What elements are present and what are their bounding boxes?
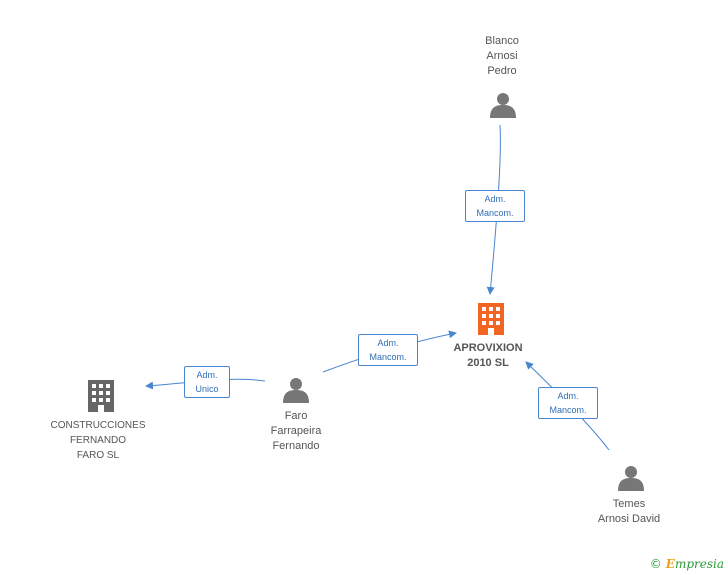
- node-line: Pedro: [487, 65, 517, 77]
- node-label-aprovixion[interactable]: APROVIXION 2010 SL: [438, 341, 538, 371]
- building-icon[interactable]: [88, 380, 114, 412]
- edge-label-temes-aprovixion[interactable]: Adm. Mancom.: [538, 387, 598, 419]
- node-line: Farrapeira: [270, 425, 322, 437]
- edge-line: Adm.: [484, 194, 506, 204]
- building-icon[interactable]: [478, 303, 504, 335]
- person-icon[interactable]: [283, 378, 309, 403]
- edge-label-blanco-aprovixion[interactable]: Adm. Mancom.: [465, 190, 525, 222]
- node-line: Temes: [612, 498, 646, 510]
- node-line: Faro: [284, 410, 308, 422]
- node-line: APROVIXION: [453, 342, 523, 354]
- edge-line: Unico: [195, 384, 219, 394]
- copyright-mark: ©: [649, 557, 662, 571]
- edge-line: Mancom.: [369, 352, 407, 362]
- node-line: Arnosi: [486, 50, 518, 62]
- person-icon[interactable]: [618, 466, 644, 491]
- brand-initial: E: [665, 557, 675, 571]
- edge-line: Adm.: [557, 391, 579, 401]
- node-label-blanco[interactable]: Blanco Arnosi Pedro: [462, 34, 542, 79]
- brand-name: mpresia: [674, 557, 724, 571]
- node-line: 2010 SL: [467, 357, 509, 369]
- node-label-faro[interactable]: Faro Farrapeira Fernando: [248, 409, 344, 454]
- node-line: Blanco: [485, 35, 519, 47]
- person-icon[interactable]: [490, 93, 516, 118]
- node-line: FARO SL: [76, 450, 120, 461]
- edge-line: Adm.: [377, 338, 399, 348]
- edge-line: Mancom.: [476, 208, 514, 218]
- node-line: Arnosi David: [597, 513, 661, 525]
- node-label-construcciones[interactable]: CONSTRUCCIONES FERNANDO FARO SL: [38, 418, 158, 463]
- edge-line: Adm.: [196, 370, 218, 380]
- edge-line: Mancom.: [549, 405, 587, 415]
- node-label-temes[interactable]: Temes Arnosi David: [581, 497, 677, 527]
- edge-label-faro-construcciones[interactable]: Adm. Unico: [184, 366, 230, 398]
- node-line: Fernando: [272, 440, 320, 452]
- node-line: FERNANDO: [69, 435, 127, 446]
- node-line: CONSTRUCCIONES: [50, 420, 146, 431]
- brand-credit[interactable]: ©Empresia: [650, 557, 724, 571]
- edge-label-faro-aprovixion[interactable]: Adm. Mancom.: [358, 334, 418, 366]
